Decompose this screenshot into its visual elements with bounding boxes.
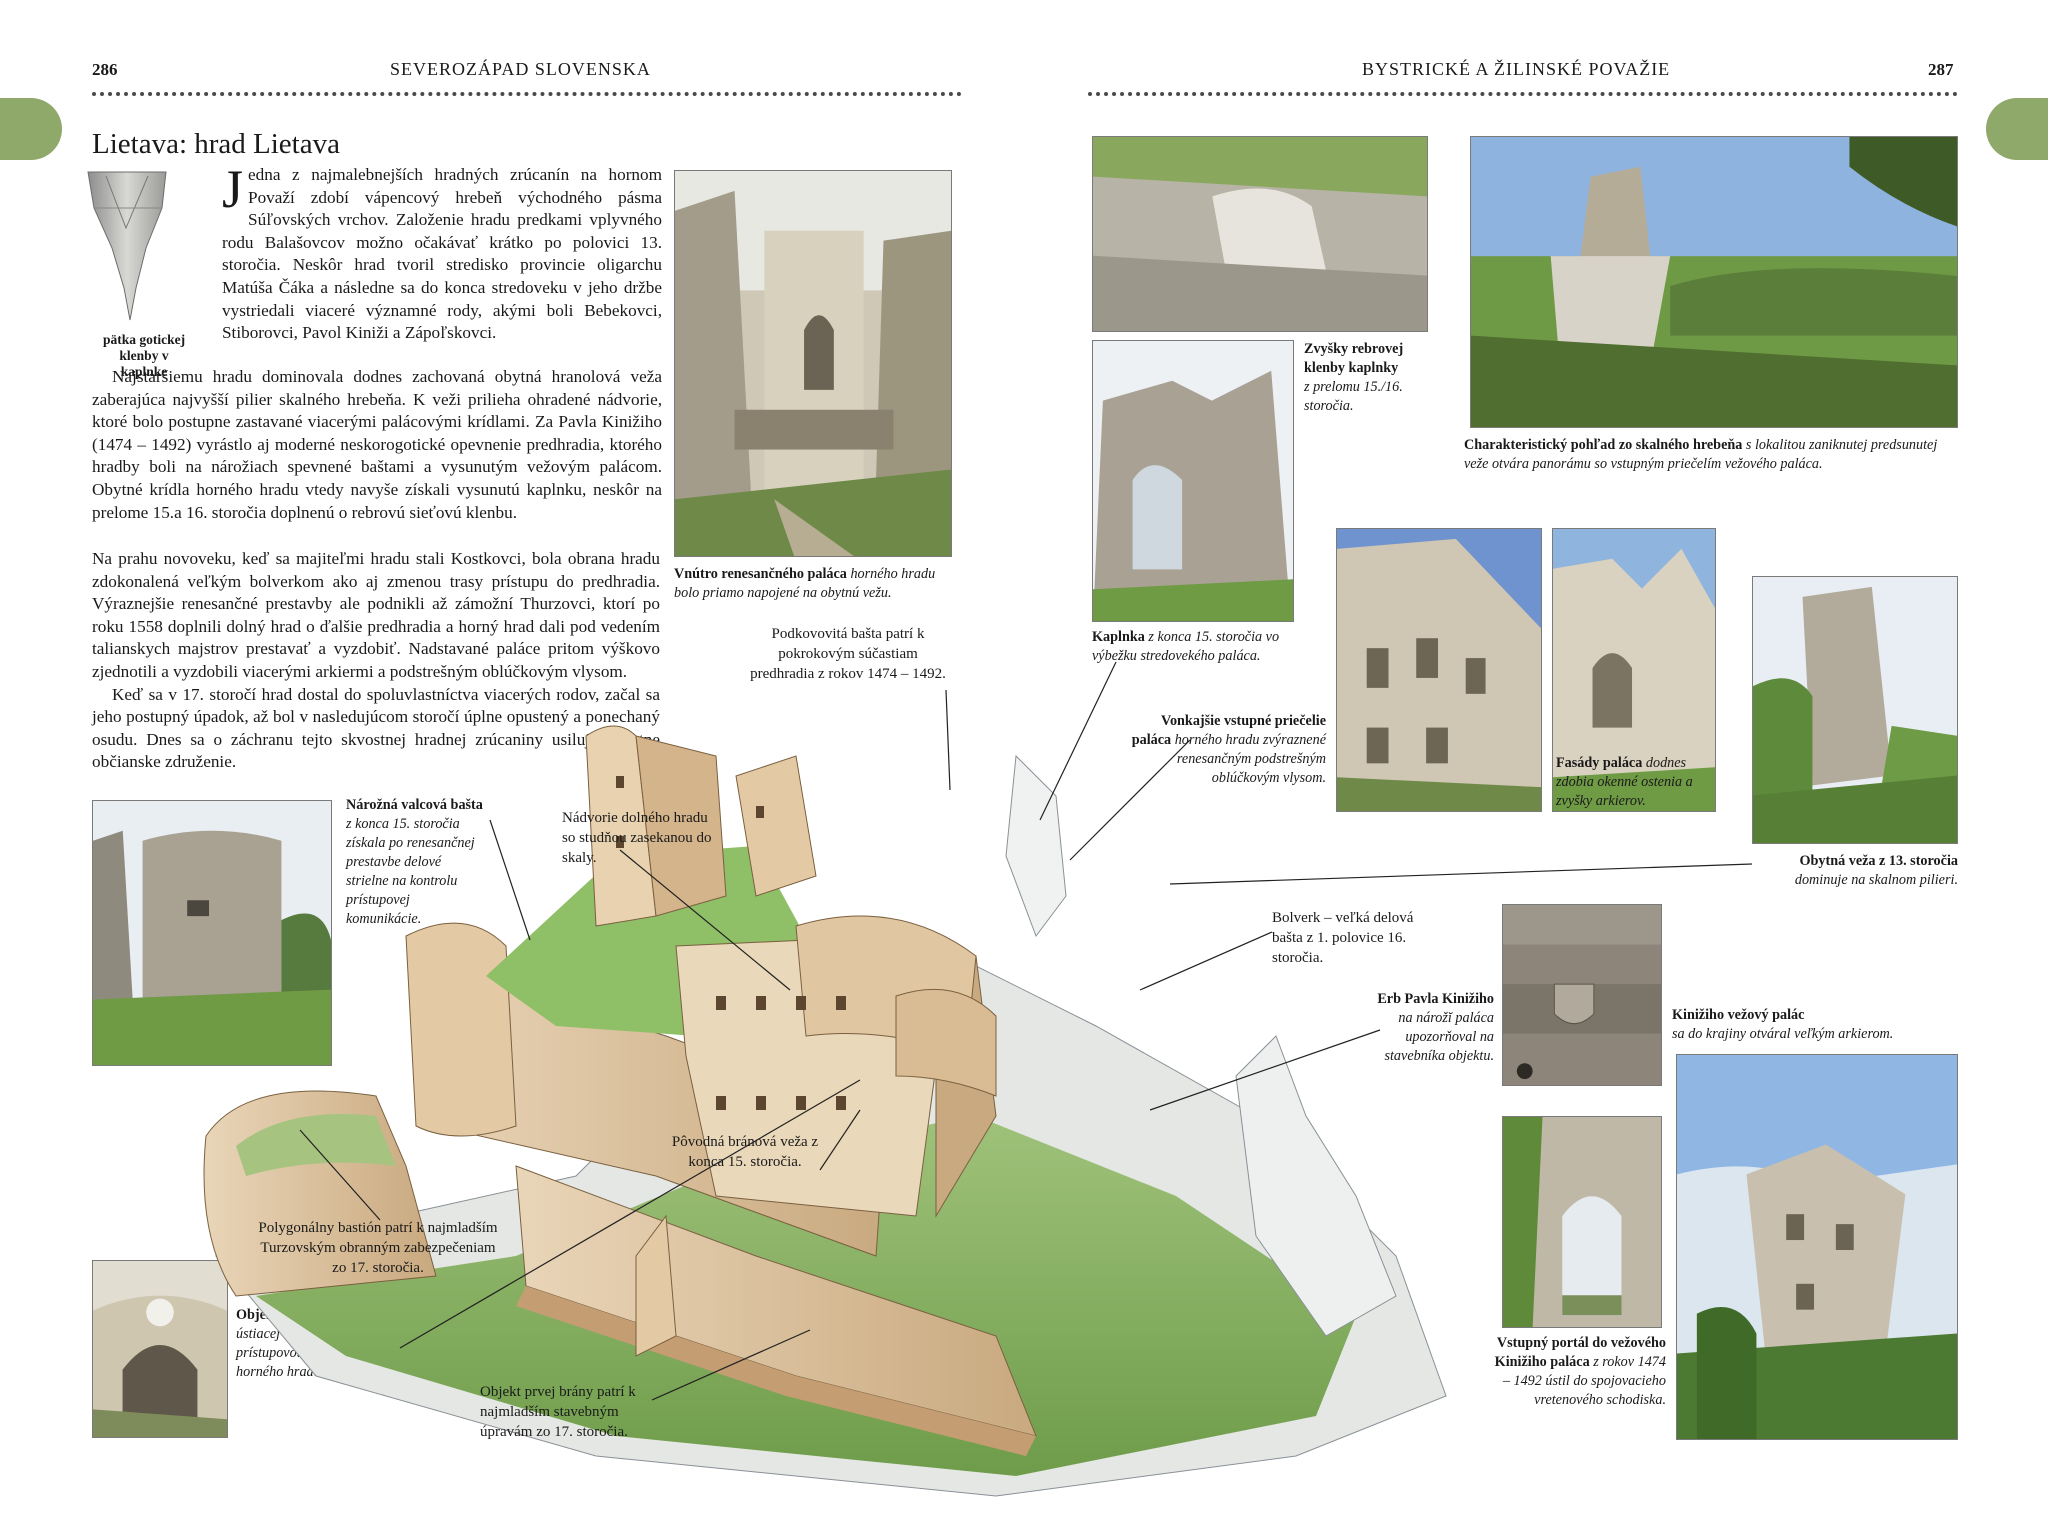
left-running-head: SEVEROZÁPAD SLOVENSKA <box>390 59 651 79</box>
photo-palace-facades <box>1552 528 1716 812</box>
castle-illustration <box>196 696 1466 1504</box>
article-body-lower: Na prahu novoveku, keď sa majiteľmi hrad… <box>92 548 660 774</box>
paragraph-4: Keď sa v 17. storočí hrad dostal do spol… <box>92 684 660 772</box>
caption-coat-of-arms: Erb Pavla Kinižiho na nárožĭ paláca upoz… <box>1377 991 1494 1064</box>
paragraph-1: edna z najmalebnejších hradných zrúcanín… <box>222 165 662 343</box>
dropcap: J <box>222 159 244 219</box>
photo-rib-vault <box>1092 136 1428 332</box>
vault-pedestal-caption: pätka gotickej klenby v kaplnke <box>102 332 186 379</box>
caption-outer-facade: Vonkajšie vstupné priečelie paláca horné… <box>1131 713 1326 786</box>
chapter-tab-right <box>1986 98 2048 160</box>
label-gate-tower: Pôvodná bránová veža z konca 15. storoči… <box>671 1134 819 1170</box>
right-page-number: 287 <box>1928 60 1954 79</box>
caption-panorama: Charakteristický pohľad zo skalného hreb… <box>1464 437 1938 472</box>
photo-round-bastion <box>92 800 332 1066</box>
label-lower-courtyard: Nádvorie dolného hradu so studňou zaseka… <box>562 810 712 866</box>
photo-outer-facade <box>1336 528 1542 812</box>
left-page-number: 286 <box>92 60 118 79</box>
photo-panorama <box>1470 136 1958 428</box>
photo-entrance-portal <box>1502 1116 1662 1328</box>
photo-coat-of-arms <box>1502 904 1662 1086</box>
article-body-main: Najstaršiemu hradu dominovala dodnes zac… <box>92 366 662 524</box>
caption-palace-facades: Fasády paláca dodnes zdobia okenné osten… <box>1556 755 1693 809</box>
photo-kinizi-palace <box>1676 1054 1958 1440</box>
caption-entrance-portal: Vstupný portál do vežového Kinižiho palá… <box>1494 1335 1666 1408</box>
photo-chapel <box>1092 340 1294 622</box>
photo-residential-tower <box>1752 576 1958 844</box>
article-title: Lietava: hrad Lietava <box>92 128 340 160</box>
photo-gate <box>92 1260 228 1438</box>
label-bolverk: Bolverk – veľká delová bašta z 1. polovi… <box>1272 910 1414 966</box>
label-polygonal-bastion: Polygonálny bastión patrí k najmladším T… <box>258 1220 498 1276</box>
paragraph-2: Najstaršiemu hradu dominovala dodnes zac… <box>92 367 662 522</box>
caption-chapel: Kaplnka z konca 15. storočia vo výbežku … <box>1092 629 1280 664</box>
header-divider-left <box>92 92 962 96</box>
vault-pedestal-image <box>86 168 168 328</box>
photo-palace-interior <box>674 170 952 557</box>
right-running-head: BYSTRICKÉ A ŽILINSKÉ POVAŽIE <box>1362 59 1671 79</box>
label-first-gate: Objekt prvej brány patrí k najmladším st… <box>480 1384 636 1440</box>
header-divider-right <box>1088 92 1958 96</box>
label-horseshoe-bastion: Podkovovitá bašta patrí k pokrokovým súč… <box>750 626 946 682</box>
paragraph-3: Na prahu novoveku, keď sa majiteľmi hrad… <box>92 549 660 681</box>
caption-palace-interior: Vnútro renesančného paláca horného hradu… <box>674 566 936 601</box>
chapter-tab-left <box>0 98 62 160</box>
